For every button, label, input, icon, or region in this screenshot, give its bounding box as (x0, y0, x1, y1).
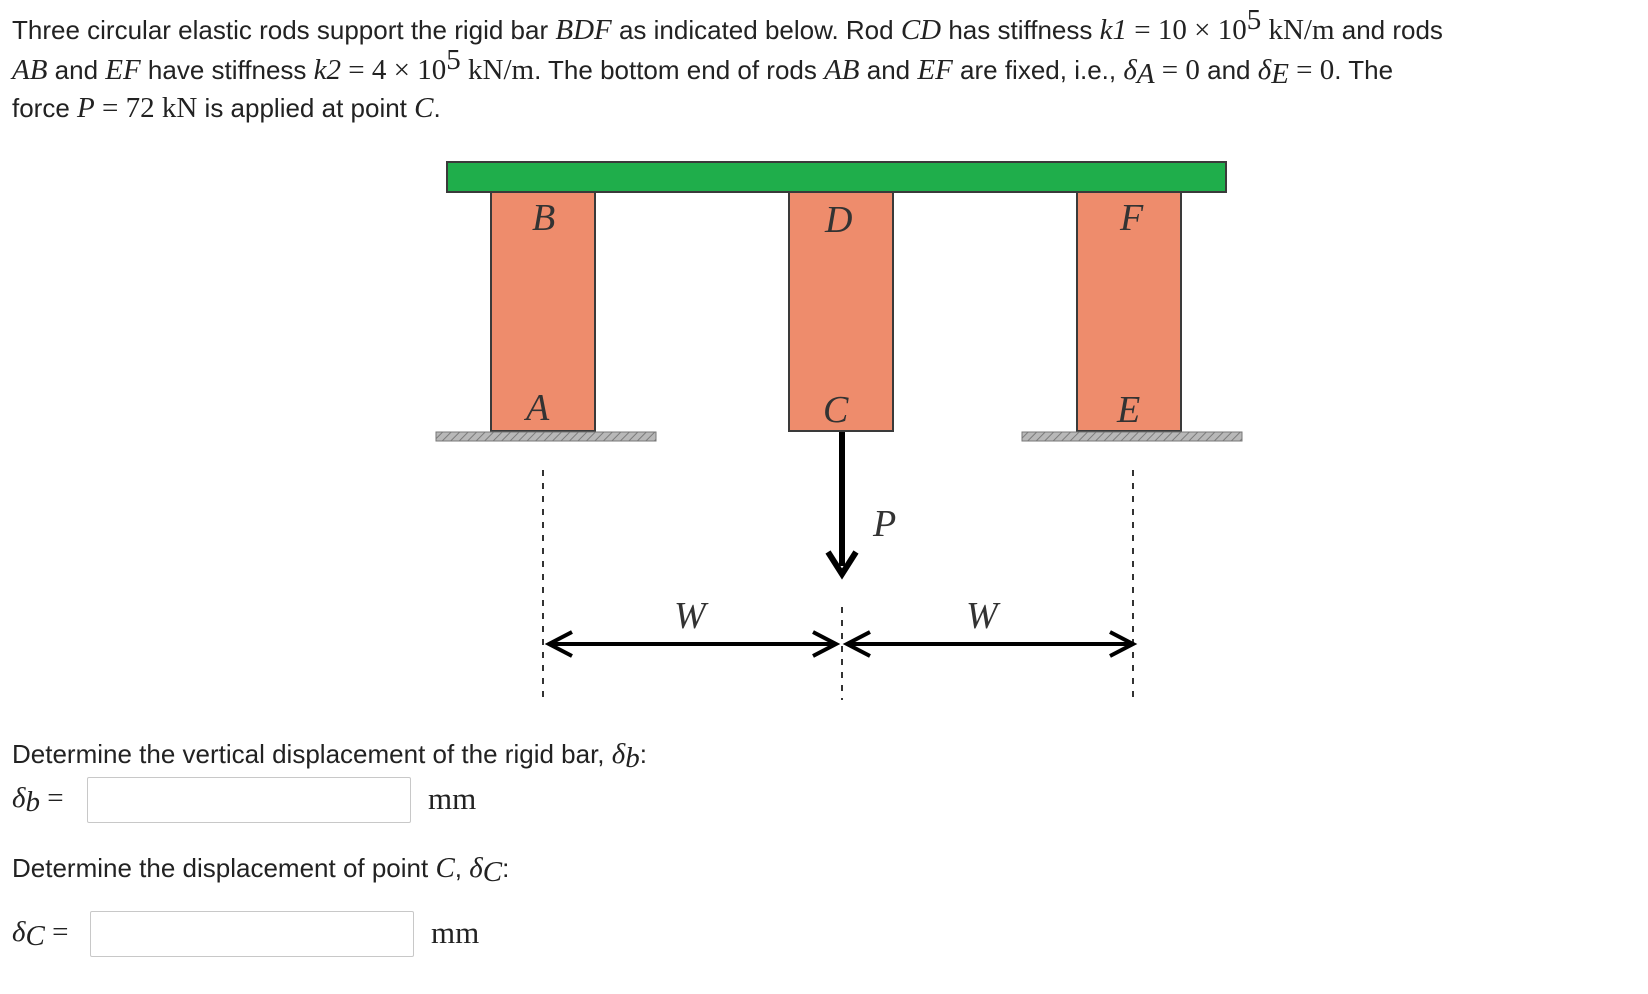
dimension-arrow-left-end (812, 630, 841, 658)
rod-ef (1076, 191, 1182, 432)
ground-support-left (435, 431, 657, 442)
problem-line-3: force P = 72 kN is applied at point C. (12, 92, 441, 124)
label-c: C (823, 389, 849, 431)
dimension-arrow-left-start (544, 630, 573, 658)
answer-1-label: δb = (12, 782, 64, 819)
question-1: Determine the vertical displacement of t… (12, 738, 647, 775)
rigid-bar-bdf (446, 161, 1227, 193)
label-f: F (1119, 197, 1144, 239)
problem-line-2: AB and EF have stiffness k2 = 4 × 105 kN… (12, 43, 1394, 91)
delta-c-unit: mm (431, 915, 480, 950)
dimension-arrow-right-start (842, 630, 871, 658)
label-w-left: W (674, 595, 709, 637)
delta-b-unit: mm (428, 781, 477, 816)
answer-2-label: δC = (12, 916, 69, 953)
rod-ab (490, 191, 596, 432)
rod-system-diagram: B D F A C E P W W (435, 161, 1243, 700)
label-w-right: W (966, 595, 1001, 637)
problem-line-1: Three circular elastic rods support the … (12, 3, 1443, 46)
delta-c-input[interactable] (90, 911, 414, 957)
label-p: P (872, 503, 896, 545)
load-arrow-head (825, 550, 859, 580)
rod-cd (788, 191, 894, 432)
label-e: E (1116, 389, 1140, 431)
label-b: B (532, 197, 555, 239)
question-2: Determine the displacement of point C, δ… (12, 852, 510, 889)
ground-support-right (1021, 431, 1243, 442)
label-a: A (523, 387, 550, 429)
label-d: D (824, 199, 852, 241)
dimension-arrow-right-end (1109, 630, 1138, 658)
delta-b-input[interactable] (87, 777, 411, 823)
